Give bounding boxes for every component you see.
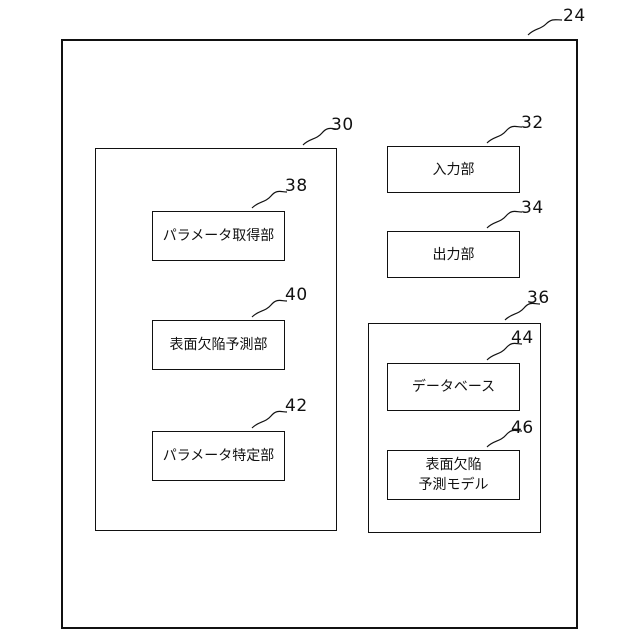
parameter-identification-box: パラメータ特定部 xyxy=(152,431,285,481)
ref-36: 36 xyxy=(527,288,550,308)
ref-46: 46 xyxy=(511,418,534,438)
input-unit-label: 入力部 xyxy=(388,147,519,192)
prediction-model-label: 表面欠陥 予測モデル xyxy=(388,451,519,499)
parameter-acquisition-box: パラメータ取得部 xyxy=(152,211,285,261)
ref-24: 24 xyxy=(563,6,586,26)
ref-44: 44 xyxy=(511,328,534,348)
database-box: データベース xyxy=(387,363,520,411)
prediction-model-box: 表面欠陥 予測モデル xyxy=(387,450,520,500)
parameter-acquisition-label: パラメータ取得部 xyxy=(153,212,284,260)
defect-prediction-box: 表面欠陥予測部 xyxy=(152,320,285,370)
input-unit-box: 入力部 xyxy=(387,146,520,193)
database-label: データベース xyxy=(388,364,519,410)
defect-prediction-label: 表面欠陥予測部 xyxy=(153,321,284,369)
output-unit-box: 出力部 xyxy=(387,231,520,278)
output-unit-label: 出力部 xyxy=(388,232,519,277)
ref-40: 40 xyxy=(285,285,308,305)
leader-24 xyxy=(528,20,562,35)
ref-30: 30 xyxy=(331,115,354,135)
parameter-identification-label: パラメータ特定部 xyxy=(153,432,284,480)
ref-38: 38 xyxy=(285,176,308,196)
ref-42: 42 xyxy=(285,396,308,416)
ref-34: 34 xyxy=(521,198,544,218)
ref-32: 32 xyxy=(521,113,544,133)
